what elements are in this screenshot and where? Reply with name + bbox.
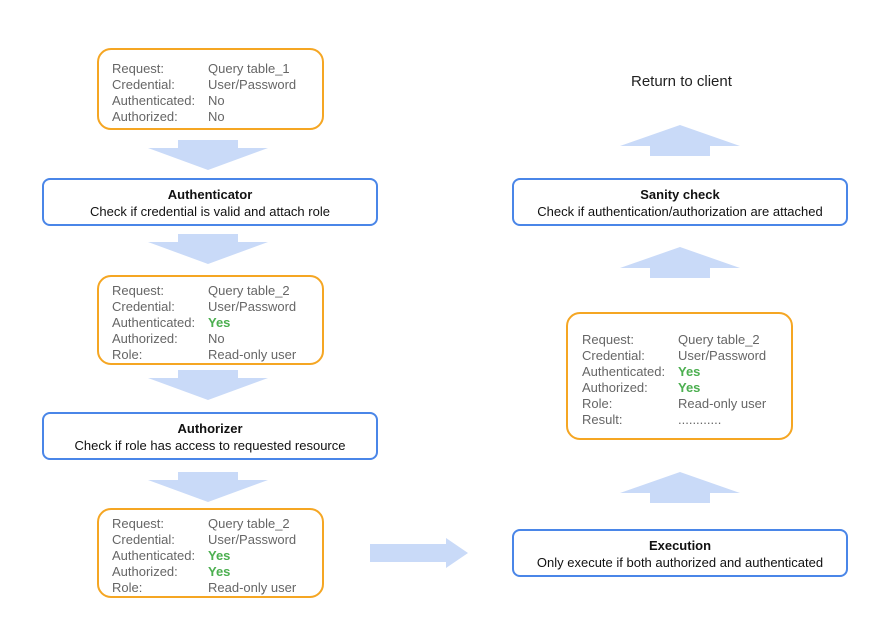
stage-description: Only execute if both authorized and auth… (536, 555, 824, 570)
request-state-initial: Request: Query table_1 Credential: User/… (97, 48, 324, 130)
request-state-result: Request: Query table_2 Credential: User/… (566, 312, 793, 440)
request-state-authenticated: Request: Query table_2 Credential: User/… (97, 275, 324, 365)
arrow-up-icon (620, 125, 740, 156)
stage-description: Check if credential is valid and attach … (90, 204, 330, 219)
stage-title: Sanity check (640, 187, 720, 202)
arrow-down-icon (148, 140, 268, 170)
stage-description: Check if role has access to requested re… (74, 438, 346, 453)
authorizer-stage: Authorizer Check if role has access to r… (42, 412, 378, 460)
arrow-down-icon (148, 234, 268, 264)
stage-title: Execution (648, 538, 712, 553)
stage-title: Authenticator (167, 187, 253, 202)
arrow-right-icon (370, 538, 468, 568)
arrow-down-icon (148, 370, 268, 400)
arrow-down-icon (148, 472, 268, 502)
return-to-client-label: Return to client (631, 73, 732, 90)
stage-description: Check if authentication/authorization ar… (537, 204, 823, 219)
arrow-up-icon (620, 247, 740, 278)
arrow-up-icon (620, 472, 740, 503)
execution-stage: Execution Only execute if both authorize… (512, 529, 848, 577)
stage-title: Authorizer (177, 421, 243, 436)
authenticator-stage: Authenticator Check if credential is val… (42, 178, 378, 226)
request-state-authorized: Request: Query table_2 Credential: User/… (97, 508, 324, 598)
sanity-check-stage: Sanity check Check if authentication/aut… (512, 178, 848, 226)
